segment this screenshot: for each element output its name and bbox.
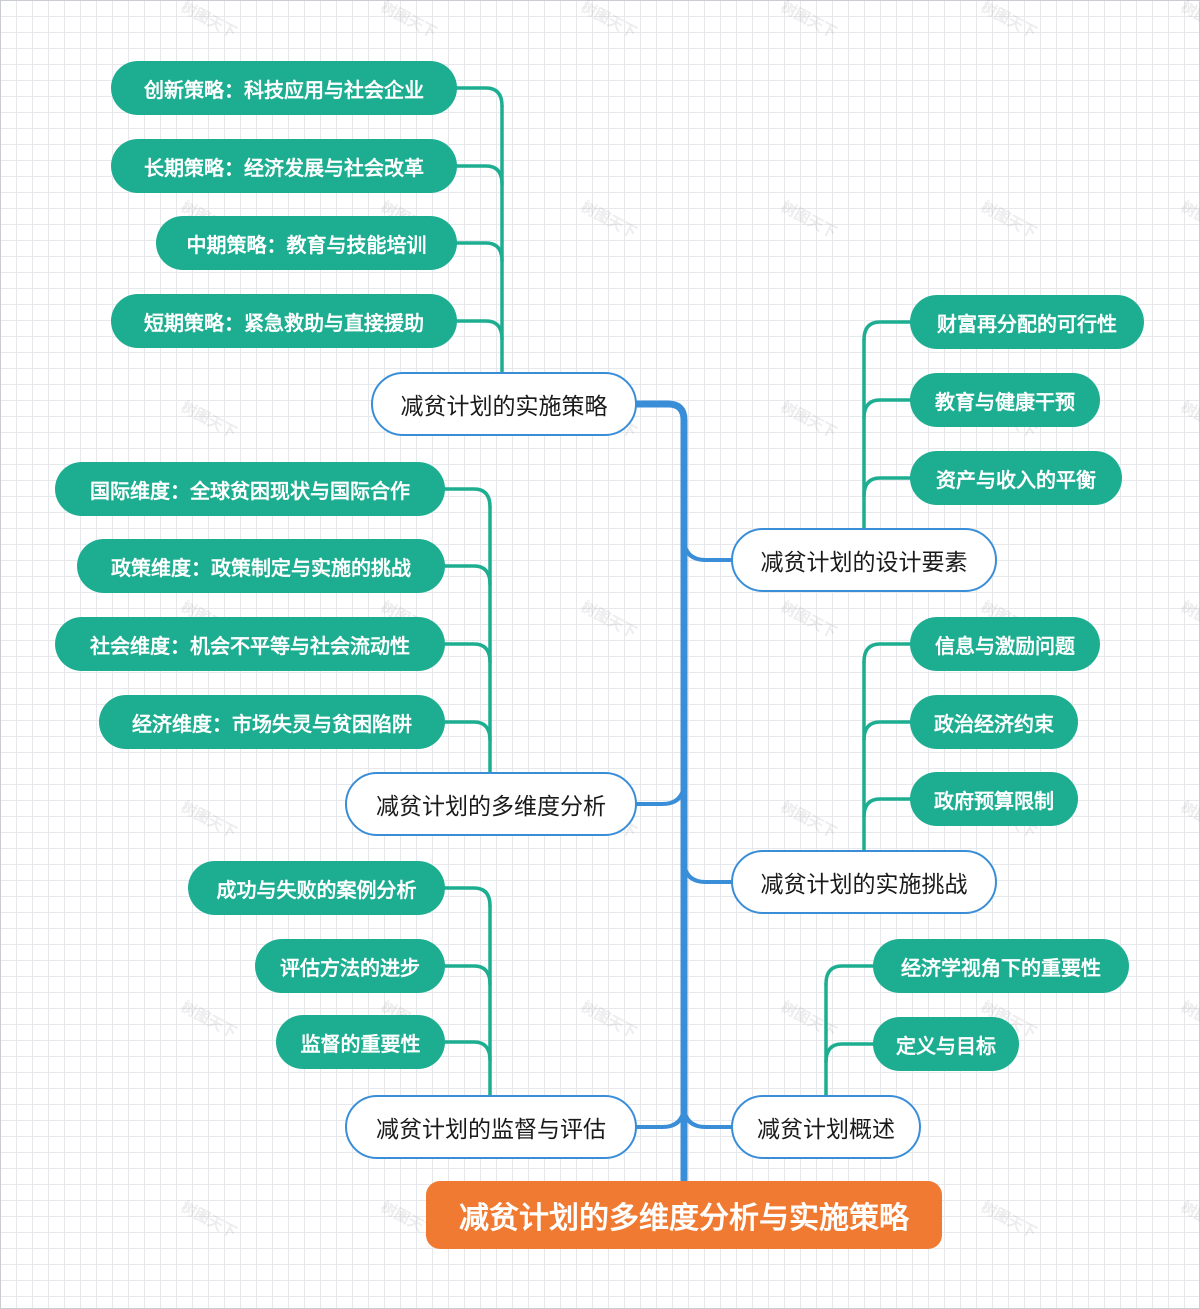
watermark-text: 树图天下: [1178, 998, 1200, 1042]
trunk-connector-0: [635, 780, 686, 806]
branch-multidimensional-analysis[interactable]: 减贫计划的多维度分析: [345, 772, 637, 836]
watermark-text: 树图天下: [178, 0, 239, 42]
branch-implementation-challenges[interactable]: 减贫计划的实施挑战: [731, 850, 997, 914]
watermark-text: 树图天下: [178, 798, 239, 842]
leaf-definition-goals[interactable]: 定义与目标: [873, 1017, 1019, 1071]
leaf-economic-dimension[interactable]: 经济维度：市场失灵与贫困陷阱: [99, 695, 445, 749]
leaf-connector-4-1: [862, 720, 912, 742]
watermark-text: 树图天下: [778, 0, 839, 42]
leaf-connector-3-2: [862, 476, 912, 498]
leaf-connector-0-0: [455, 86, 504, 108]
leaf-budget-limits[interactable]: 政府预算限制: [910, 772, 1078, 826]
watermark-text: 树图天下: [1178, 398, 1200, 442]
leaf-connector-3-1: [862, 398, 912, 420]
trunk-connector-3: [682, 858, 733, 884]
leaf-wealth-redistribution[interactable]: 财富再分配的可行性: [910, 295, 1144, 349]
leaf-connector-1-3: [443, 720, 492, 742]
trunk-connector-1: [635, 1103, 686, 1129]
leaf-evaluation-methods[interactable]: 评估方法的进步: [255, 939, 445, 993]
leaf-connector-0-2: [455, 241, 504, 263]
leaf-connector-0-1: [455, 164, 504, 186]
watermark-text: 树图天下: [778, 798, 839, 842]
trunk-connector-2: [682, 536, 733, 562]
leaf-connector-4-0: [862, 642, 912, 664]
branch-monitoring-evaluation[interactable]: 减贫计划的监督与评估: [345, 1095, 637, 1159]
leaf-long-term-strategy[interactable]: 长期策略：经济发展与社会改革: [111, 139, 457, 193]
leaf-short-term-strategy[interactable]: 短期策略：紧急救助与直接援助: [111, 294, 457, 348]
watermark-text: 树图天下: [178, 398, 239, 442]
watermark-text: 树图天下: [1178, 1198, 1200, 1242]
leaf-connector-1-0: [443, 487, 492, 509]
leaf-innovation-strategy[interactable]: 创新策略：科技应用与社会企业: [111, 61, 457, 115]
leaf-connector-1-2: [443, 642, 492, 664]
watermark-text: 树图天下: [1178, 798, 1200, 842]
watermark-text: 树图天下: [578, 998, 639, 1042]
watermark-text: 树图天下: [978, 198, 1039, 242]
leaf-connector-1-1: [443, 564, 492, 586]
leaf-policy-dimension[interactable]: 政策维度：政策制定与实施的挑战: [77, 539, 445, 593]
watermark-text: 树图天下: [378, 0, 439, 42]
watermark-text: 树图天下: [978, 1198, 1039, 1242]
watermark-text: 树图天下: [778, 998, 839, 1042]
watermark-text: 树图天下: [1178, 598, 1200, 642]
watermark-text: 树图天下: [178, 1198, 239, 1242]
leaf-political-economy[interactable]: 政治经济约束: [910, 695, 1078, 749]
leaf-connector-3-0: [862, 320, 912, 342]
leaf-connector-2-2: [443, 1040, 492, 1062]
leaf-monitoring-importance[interactable]: 监督的重要性: [276, 1015, 445, 1069]
leaf-connector-2-0: [443, 886, 492, 908]
leaf-mid-term-strategy[interactable]: 中期策略：教育与技能培训: [156, 216, 457, 270]
watermark-text: 树图天下: [178, 998, 239, 1042]
leaf-connector-0-3: [455, 319, 504, 341]
watermark-text: 树图天下: [578, 598, 639, 642]
leaf-connector-5-1: [824, 1042, 875, 1064]
leaf-social-dimension[interactable]: 社会维度：机会不平等与社会流动性: [55, 617, 445, 671]
leaf-connector-4-2: [862, 797, 912, 819]
leaf-case-analysis[interactable]: 成功与失败的案例分析: [188, 861, 445, 915]
leaf-connector-2-1: [443, 964, 492, 986]
watermark-text: 树图天下: [578, 198, 639, 242]
leaf-international-dimension[interactable]: 国际维度：全球贫困现状与国际合作: [55, 462, 445, 516]
leaf-asset-income-balance[interactable]: 资产与收入的平衡: [910, 451, 1122, 505]
watermark-text: 树图天下: [1178, 198, 1200, 242]
leaf-education-health[interactable]: 教育与健康干预: [910, 373, 1100, 427]
leaf-information-incentives[interactable]: 信息与激励问题: [910, 617, 1100, 671]
watermark-text: 树图天下: [778, 598, 839, 642]
watermark-text: 树图天下: [1178, 0, 1200, 42]
watermark-text: 树图天下: [778, 398, 839, 442]
branch-implementation-strategy[interactable]: 减贫计划的实施策略: [371, 372, 637, 436]
branch-design-elements[interactable]: 减贫计划的设计要素: [731, 528, 997, 592]
watermark-text: 树图天下: [578, 0, 639, 42]
trunk-line: [633, 400, 688, 1185]
leaf-economic-importance[interactable]: 经济学视角下的重要性: [873, 939, 1129, 993]
root-topic[interactable]: 减贫计划的多维度分析与实施策略: [426, 1181, 942, 1249]
watermark-text: 树图天下: [978, 0, 1039, 42]
watermark-text: 树图天下: [778, 198, 839, 242]
leaf-connector-5-0: [824, 964, 875, 986]
branch-overview[interactable]: 减贫计划概述: [731, 1095, 921, 1159]
trunk-connector-4: [682, 1103, 733, 1129]
